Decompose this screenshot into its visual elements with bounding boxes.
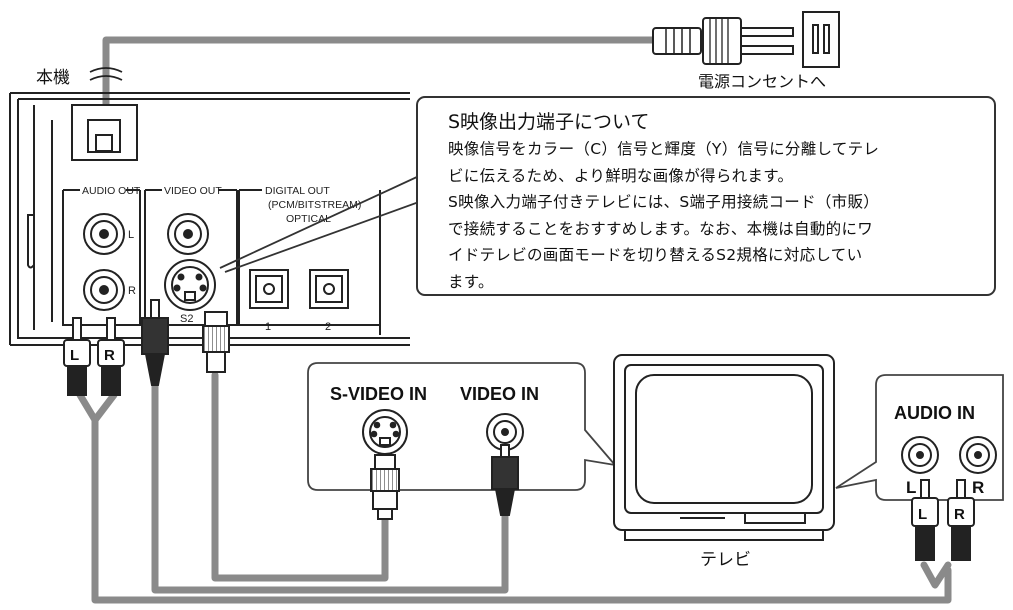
player-rear-panel — [9, 92, 410, 346]
callout-pointer — [219, 169, 453, 273]
note-line: ます。 — [448, 272, 494, 291]
digital-out-label: DIGITAL OUT — [265, 185, 330, 197]
port-2-label: 2 — [325, 321, 331, 333]
power-plug — [652, 11, 840, 68]
tv-input-callout — [307, 362, 618, 491]
s-video-cable — [211, 371, 389, 582]
note-line: で接続することをおすすめします。なお、本機は自動的にワ — [448, 219, 874, 238]
video-plug — [141, 299, 169, 386]
optical-port-1 — [249, 269, 289, 309]
audio-in-label: AUDIO IN — [894, 403, 975, 423]
video-out-label: VIDEO OUT — [164, 185, 222, 197]
video-in-jack — [486, 413, 524, 451]
panel-right-label: R — [128, 285, 136, 297]
panel-left-label: L — [128, 229, 134, 241]
cables — [76, 36, 952, 604]
audio-in-right-plug-label: R — [954, 506, 965, 523]
main-unit-label: 本機 — [36, 68, 70, 88]
audio-out-left-jack — [83, 213, 125, 255]
s-video-out-jack — [164, 259, 216, 311]
tv-label: テレビ — [700, 550, 751, 570]
audio-cable — [76, 391, 952, 604]
audio-in-right-jack — [959, 436, 997, 474]
video-in-plug — [491, 444, 519, 516]
port-1-label: 1 — [265, 321, 271, 333]
audio-right-plug-label: R — [104, 347, 115, 364]
cable-break-marks — [89, 67, 123, 81]
audio-left-plug — [63, 317, 91, 396]
audio-left-plug-label: L — [70, 347, 79, 364]
s-video-in-plug — [370, 454, 400, 520]
pcm-bitstream-label: (PCM/BITSTREAM) — [268, 199, 361, 211]
audio-in-left-label: L — [906, 478, 916, 497]
video-cable — [151, 381, 509, 594]
audio-in-right-plug — [947, 479, 975, 561]
outlet-label: 電源コンセントへ — [698, 72, 826, 91]
audio-in-left-jack — [901, 436, 939, 474]
note-line: イドテレビの画面モードを切り替えるS2規格に対応してい — [448, 246, 863, 264]
note-line: S映像入力端子付きテレビには、S端子用接続コード（市販） — [448, 193, 880, 211]
s-video-in-label: S-VIDEO IN — [330, 384, 427, 404]
note-title: S映像出力端子について — [448, 111, 650, 133]
television — [613, 354, 835, 541]
optical-port-2 — [309, 269, 349, 309]
audio-in-left-plug-label: L — [918, 506, 927, 523]
note-line: 映像信号をカラー（C）信号と輝度（Y）信号に分離してテレ — [448, 140, 880, 158]
s-video-note: S映像出力端子について 映像信号をカラー（C）信号と輝度（Y）信号に分離してテレ… — [416, 96, 996, 296]
audio-cable-end — [920, 561, 952, 589]
audio-out-right-jack — [83, 269, 125, 311]
video-out-jack — [167, 213, 209, 255]
s-video-in-jack — [362, 409, 408, 455]
s-video-plug — [202, 311, 230, 373]
video-in-label: VIDEO IN — [460, 384, 539, 404]
audio-out-label: AUDIO OUT — [82, 185, 141, 197]
note-line: ビに伝えるため、より鮮明な画像が得られます。 — [448, 166, 794, 185]
audio-in-right-label: R — [972, 478, 984, 497]
audio-in-left-plug — [911, 479, 939, 561]
s2-label: S2 — [180, 313, 193, 325]
audio-right-plug — [97, 317, 125, 396]
